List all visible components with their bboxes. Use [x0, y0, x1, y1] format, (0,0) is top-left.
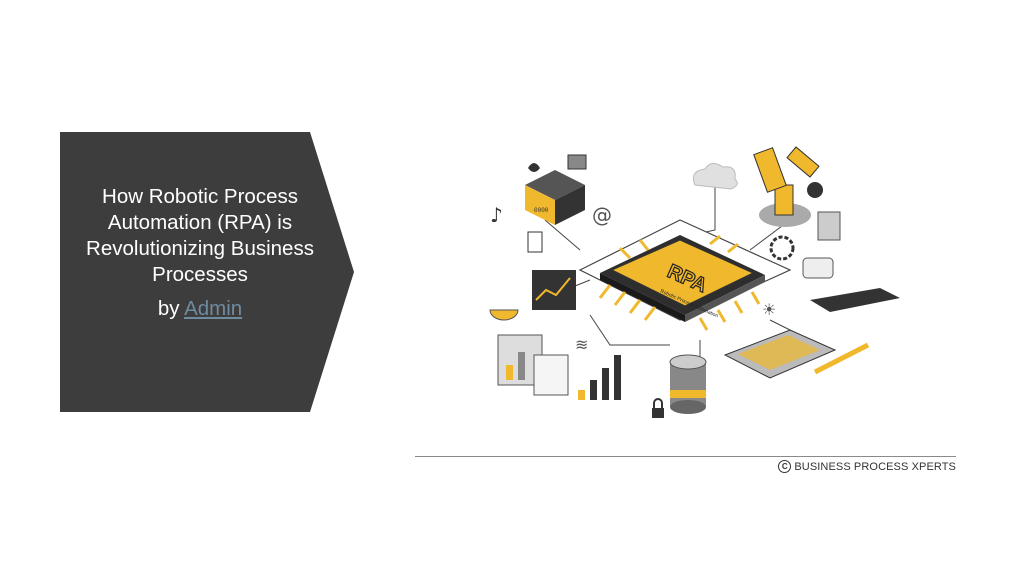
footer-divider — [415, 456, 956, 457]
image-card-icon — [567, 154, 587, 170]
author-link[interactable]: Admin — [184, 297, 243, 320]
pencil-icon — [813, 342, 870, 375]
server-box: 0000 — [525, 154, 587, 225]
music-note-icon: ♪ — [490, 203, 503, 227]
rpa-chip: RPA Robotic Process Automation — [598, 234, 765, 331]
copyright-icon: C — [778, 460, 792, 473]
line-chart-icon — [532, 270, 576, 310]
lightbulb-icon: ☀ — [762, 300, 776, 319]
footer-brand: C BUSINESS PROCESS XPERTS — [778, 460, 956, 473]
code-card-icon — [810, 288, 900, 312]
title-box: How Robotic Process Automation (RPA) is … — [60, 132, 354, 412]
robot-arm — [753, 146, 823, 227]
signal-bars-icon — [578, 355, 621, 400]
database-icon — [669, 354, 707, 414]
report-card-icon — [533, 354, 569, 396]
gear-icon — [769, 235, 795, 261]
lock-icon — [652, 408, 664, 418]
byline-prefix: by — [157, 297, 180, 320]
at-sign-icon: @ — [592, 203, 612, 227]
pie-chart-icon — [489, 309, 519, 321]
brand-name: BUSINESS PROCESS XPERTS — [794, 460, 956, 473]
settings-panel-icon — [817, 211, 841, 241]
slide-title: How Robotic Process Automation (RPA) is … — [86, 185, 314, 286]
chat-bubble-icon — [802, 257, 834, 279]
title-box-shape — [60, 132, 354, 412]
cloud-icon — [692, 163, 738, 190]
wifi-icon: ≋ — [575, 335, 588, 354]
rpa-illustration: RPA Robotic Process Automation 0000 ♪ @ — [489, 146, 900, 418]
document-icon — [527, 231, 543, 253]
server-label: 0000 — [534, 207, 549, 214]
byline: by Admin — [70, 296, 330, 322]
location-pin-icon — [528, 163, 540, 172]
